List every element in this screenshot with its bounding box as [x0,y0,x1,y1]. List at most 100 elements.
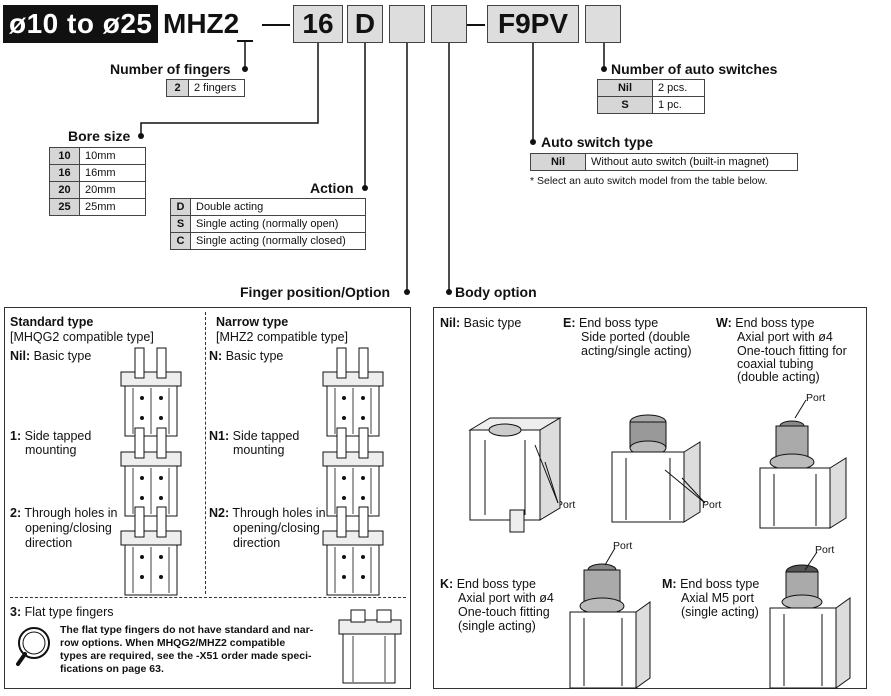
option-code: N: [209,349,223,363]
port-label: Port [613,540,633,552]
action-box: D [347,5,383,43]
option-label: (double acting) [737,370,820,384]
option-label: Axial M5 port [681,591,754,605]
option-label: Side ported (double [581,330,691,344]
switch-note: * Select an auto switch model from the t… [530,175,768,187]
finger-position-title: Finger position/Option [240,284,391,300]
bore-title: Bore size [68,128,131,144]
option-label: coaxial tubing [737,357,814,371]
finger-position-panel [4,307,411,689]
standard-type-sub: [MHQG2 compatible type] [10,330,154,344]
body-option-panel [433,307,867,689]
option-label: Side tapped [24,429,92,443]
option-label: opening/closing [25,521,112,535]
body-option-title: Body option [455,284,537,300]
bore-size-box: 16 [293,5,343,43]
option-code: M: [662,577,677,591]
option-label: Axial port with ø4 [458,591,554,605]
connector-lines [140,42,605,291]
auto-switch-box: F9PV [487,5,579,43]
option-label: End boss type [456,577,536,591]
option-label: direction [233,536,281,550]
port-label: Port [702,499,722,511]
option-label: End boss type [680,577,760,591]
option-label: Through holes in [232,506,326,520]
dash-2 [467,24,485,26]
action-dot [362,185,368,191]
option-label: acting/single acting) [581,344,692,358]
switch-type-title: Auto switch type [541,134,654,150]
magnifier-icon [16,627,50,666]
action-title: Action [310,180,354,196]
flat-note-line: row options. When MHQG2/MHZ2 compatible [60,637,286,649]
narrow-type-sub: [MHZ2 compatible type] [216,330,348,344]
option-label: End boss type [735,316,815,330]
narrow-type-title: Narrow type [216,315,289,329]
panel-divider-h [10,597,406,598]
port-label: Port [556,499,576,511]
option-label: Basic type [33,349,92,363]
panel-divider [205,312,206,594]
flat-note-line: types are required, see the -X51 order m… [60,650,312,662]
port-label: Port [815,544,835,556]
option-label: One-touch fitting for [737,344,847,358]
option-label: mounting [233,443,285,457]
option-code: 2: [10,506,22,520]
option-label: Through holes in [24,506,118,520]
fingers-dot [242,66,248,72]
option-code: Nil: [440,316,461,330]
finger-position-dot [404,289,410,295]
switch-qty-dot [601,66,607,72]
option-code: E: [563,316,576,330]
body-option-box [431,5,467,43]
switch-qty-box [585,5,621,43]
bore-range-tag: ø10 to ø25 [3,5,159,43]
option-label: mounting [25,443,77,457]
option-label: direction [25,536,73,550]
option-label: (single acting) [458,619,536,633]
gripper-illustrations [120,347,402,684]
option-code: W: [716,316,732,330]
option-code: Nil: [10,349,31,363]
option-code: N2: [209,506,230,520]
option-code: 1: [10,429,22,443]
model-underline [237,40,253,42]
standard-type-title: Standard type [10,315,94,329]
switch-qty-title: Number of auto switches [611,61,778,77]
flat-note-line: fications on page 63. [60,663,164,675]
option-code: 3: [10,605,22,619]
finger-option-box [389,5,425,43]
option-label: One-touch fitting [458,605,550,619]
flat-note-line: The flat type fingers do not have standa… [60,624,314,636]
option-label: Side tapped [232,429,300,443]
option-code: K: [440,577,454,591]
port-label: Port [806,392,826,404]
option-label: Basic type [225,349,284,363]
option-label: End boss type [578,316,659,330]
option-label: opening/closing [233,521,320,535]
dash-1 [262,24,290,26]
body-option-dot [446,289,452,295]
option-label: (single acting) [681,605,759,619]
option-label: Axial port with ø4 [737,330,833,344]
bore-dot [138,133,144,139]
model-name: MHZ2 [163,8,240,39]
option-label: Basic type [463,316,522,330]
option-label: Flat type fingers [24,605,114,619]
